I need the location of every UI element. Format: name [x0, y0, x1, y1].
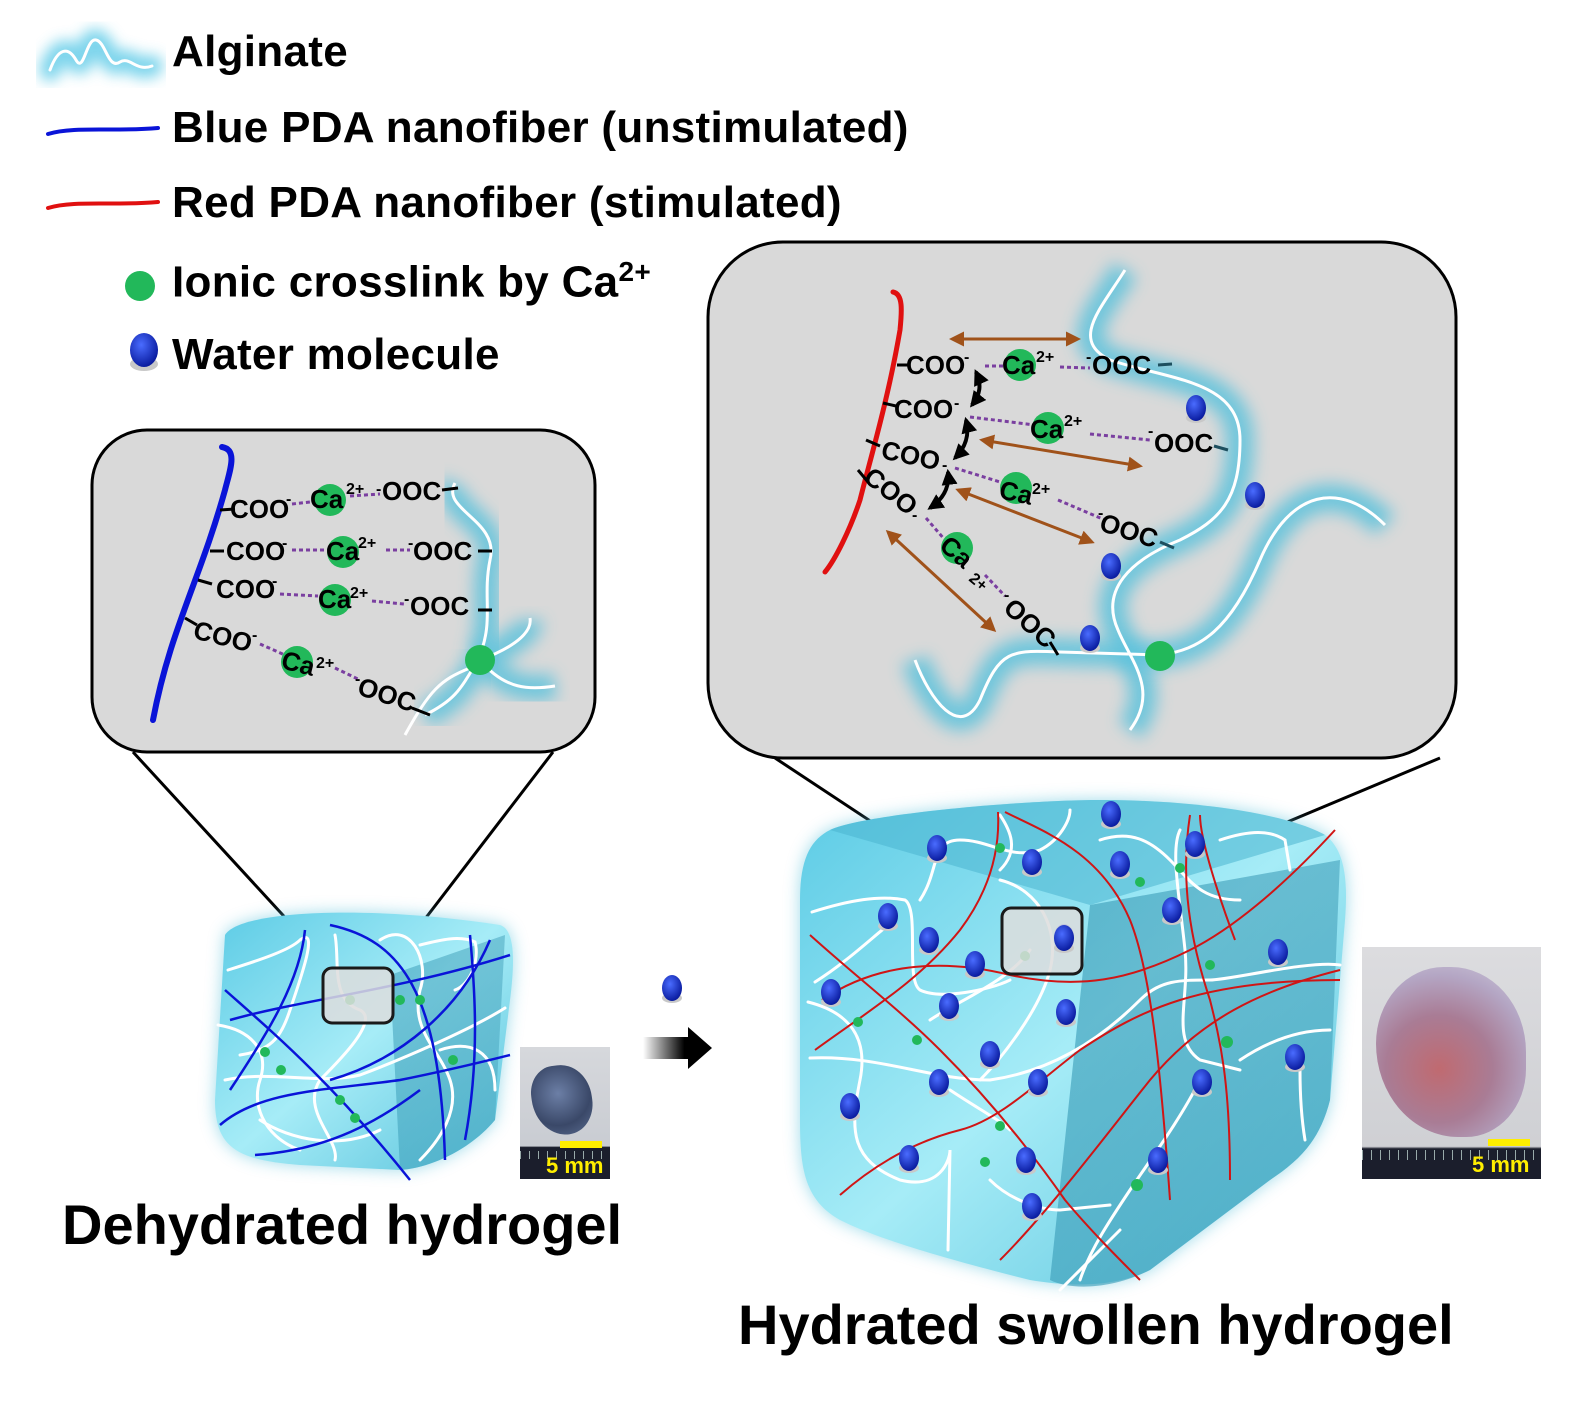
- right-row-2-ion: Ca: [1030, 414, 1064, 444]
- dehydrated-zoom-box: [321, 966, 395, 1025]
- right-inset-water-molecules: [1080, 395, 1265, 653]
- right-ca-node-3: [1000, 472, 1032, 504]
- hydrated-scale-label: 5 mm: [1472, 1152, 1530, 1177]
- right-row-3-ion: Ca: [997, 475, 1036, 511]
- right-row-1-ion-charge: 2+: [1036, 349, 1054, 366]
- hydrated-ruler-ticks: [1362, 1150, 1541, 1160]
- left-row-4-left-charge: -: [252, 627, 257, 644]
- left-row-3-right: OOC: [410, 591, 469, 621]
- dehydrated-caption: Dehydrated hydrogel: [62, 1193, 623, 1256]
- right-row-3-ion-charge: 2+: [1032, 481, 1050, 498]
- left-row-1-left-charge: -: [286, 491, 291, 508]
- right-inset-crosslink-node: [1145, 641, 1175, 671]
- legend-crosslink-charge: 2+: [618, 256, 651, 287]
- left-row-3-ion-charge: 2+: [350, 585, 368, 602]
- right-row-2-right: OOC: [1154, 428, 1213, 458]
- right-row-3-right-charge: -: [1098, 505, 1103, 522]
- dehydrated-sample: [527, 1061, 597, 1139]
- hydrated-sample-photo: 5 mm: [1362, 947, 1541, 1179]
- legend-crosslink-icon: [125, 271, 155, 301]
- hydrated-scale-bar: [1488, 1139, 1530, 1146]
- hydration-arrow-icon: [643, 1027, 712, 1069]
- dehydrated-scale-bar: [560, 1141, 602, 1148]
- right-row-2-ion-charge: 2+: [1064, 413, 1082, 430]
- hydration-water-icon: [662, 975, 682, 1003]
- legend-red-fiber-icon: [46, 200, 160, 210]
- legend-blue-fiber-label: Blue PDA nanofiber (unstimulated): [172, 103, 909, 152]
- dehydrated-hydrogel-cube: [215, 912, 513, 1181]
- left-row-1-ion-charge: 2+: [346, 481, 364, 498]
- left-row-3-right-charge: -: [404, 591, 409, 608]
- left-row-2-left: COO: [226, 536, 285, 566]
- right-ca-node-1: [1004, 349, 1036, 381]
- left-inset-alginate: [403, 476, 558, 736]
- right-row-4-left-charge: -: [912, 507, 917, 524]
- left-row-2-right-charge: -: [408, 535, 413, 552]
- right-row-1-right: OOC: [1092, 350, 1151, 380]
- right-row-3-left-charge: -: [942, 457, 947, 474]
- left-row-2-left-charge: -: [282, 535, 287, 552]
- right-inset-red-fiber: [822, 289, 904, 575]
- hydrated-sample: [1376, 967, 1526, 1137]
- hydrated-swollen-hydrogel-cube: [800, 800, 1346, 1292]
- left-row-1-right: OOC: [382, 476, 441, 506]
- right-row-2-left-charge: -: [954, 395, 959, 412]
- right-ca-node-4: [941, 532, 973, 564]
- water-icon: [1186, 395, 1206, 423]
- right-row-1-right-charge: -: [1086, 349, 1091, 366]
- left-row-2-ion-charge: 2+: [358, 535, 376, 552]
- dehydrated-sample-photo: 5 mm: [520, 1047, 610, 1179]
- legend-alginate-label: Alginate: [172, 27, 348, 76]
- left-inset-blue-fiber: [150, 444, 235, 723]
- right-row-2-left: COO: [894, 394, 953, 424]
- right-row-1-left: COO: [906, 350, 965, 380]
- hydrated-cube-water-molecules: [821, 801, 1305, 1221]
- left-row-3-left-charge: -: [272, 573, 277, 590]
- left-row-3-left: COO: [216, 574, 275, 604]
- legend-red-fiber-label: Red PDA nanofiber (stimulated): [172, 178, 842, 227]
- dehydrated-ruler-ticks: [520, 1151, 610, 1159]
- hydrated-caption: Hydrated swollen hydrogel: [738, 1293, 1454, 1356]
- right-inset-bonds: [856, 331, 1229, 656]
- left-ca-node-1: [314, 484, 346, 516]
- left-row-4-right-charge: -: [355, 671, 360, 688]
- water-icon: [1101, 553, 1121, 581]
- right-ca-node-2: [1032, 412, 1064, 444]
- left-row-2-ion: Ca: [326, 536, 360, 566]
- right-row-1-ion: Ca: [1002, 350, 1036, 380]
- left-ca-node-3: [319, 584, 351, 616]
- right-row-1-left-charge: -: [964, 349, 969, 366]
- left-row-2-right: OOC: [413, 536, 472, 566]
- right-row-5-right-charge: -: [1004, 587, 1009, 604]
- right-inset-alginate: [901, 262, 1395, 739]
- left-inset-bonds: [184, 486, 492, 717]
- legend-crosslink-text: Ionic crosslink by Ca: [172, 257, 619, 307]
- right-row-2-right-charge: -: [1148, 423, 1153, 440]
- left-row-1-left: COO: [230, 494, 289, 524]
- left-row-4-ion-charge: 2+: [316, 655, 334, 672]
- legend-blue-fiber-icon: [46, 126, 160, 136]
- dehydrated-scale-label: 5 mm: [546, 1153, 604, 1178]
- water-icon: [1245, 482, 1265, 510]
- left-row-3-ion: Ca: [318, 584, 352, 614]
- legend-water-label: Water molecule: [172, 330, 500, 379]
- legend-water-icon: [130, 333, 158, 371]
- legend-alginate-icon: [39, 29, 163, 81]
- left-ca-node-2: [327, 536, 359, 568]
- left-inset-labels: COO - Ca 2+ - OOC COO - Ca 2+ - OOC COO …: [191, 476, 473, 718]
- legend-crosslink-label: Ionic crosslink by Ca2+: [172, 256, 651, 308]
- water-icon: [1080, 625, 1100, 653]
- hydrated-zoom-box: [1000, 906, 1084, 976]
- left-inset-crosslink-node: [465, 645, 495, 675]
- left-row-1-ion: Ca: [310, 484, 344, 514]
- left-row-1-right-charge: -: [376, 481, 381, 498]
- left-ca-node-4: [281, 646, 313, 678]
